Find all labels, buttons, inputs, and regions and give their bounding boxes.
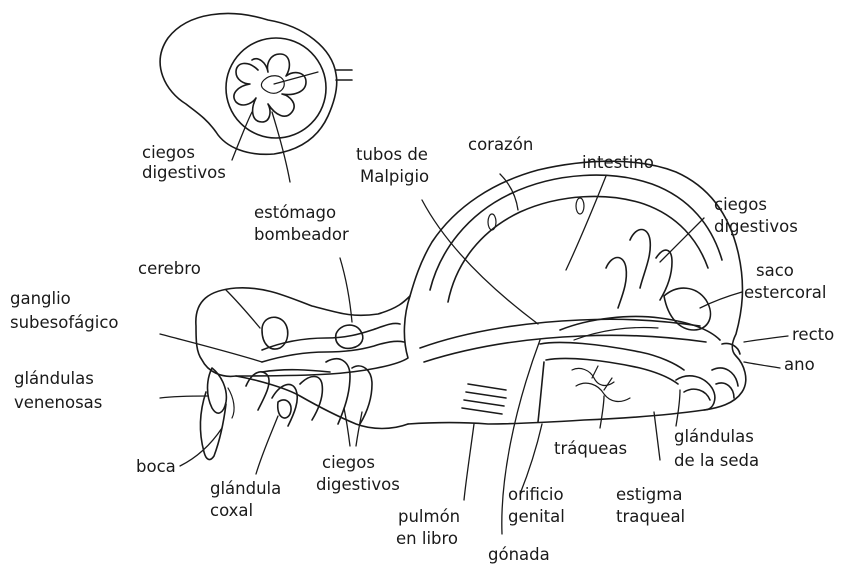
label-cerebro: cerebro xyxy=(138,259,201,278)
label-saco-estercoral: saco estercoral xyxy=(744,261,826,302)
label-tubos-de-malpigio: tubos de Malpigio xyxy=(356,145,433,186)
label-boca: boca xyxy=(136,457,176,476)
label-ciegos-digestivos-top: ciegos digestivos xyxy=(142,143,226,182)
label-glandula-coxal: glándula coxal xyxy=(210,479,287,520)
label-ciegos-digestivos-bottom: ciegos digestivos xyxy=(316,453,400,494)
label-ciegos-digestivos-right: ciegos digestivos xyxy=(714,195,798,236)
label-recto: recto xyxy=(792,325,834,344)
label-glandulas-venenosas: glándulas venenosas xyxy=(14,369,102,412)
label-glandulas-de-la-seda: glándulas de la seda xyxy=(674,427,759,470)
label-intestino: intestino xyxy=(582,153,654,172)
label-traqueas: tráqueas xyxy=(554,439,627,458)
label-ganglio-subesofagico: ganglio subesofágico xyxy=(10,289,119,332)
label-orificio-genital: orificio genital xyxy=(508,485,569,526)
prosoma-outline xyxy=(196,288,410,377)
label-corazon: corazón xyxy=(468,135,533,154)
labels: ciegos digestivos estómago bombeador tub… xyxy=(10,135,834,564)
inset-cross-section xyxy=(160,14,352,155)
label-gonada: gónada xyxy=(488,545,550,564)
label-ano: ano xyxy=(784,355,815,374)
label-estigma-traqueal: estigma traqueal xyxy=(616,485,688,526)
leader-lines xyxy=(160,112,788,534)
label-pulmon-en-libro: pulmón en libro xyxy=(396,507,465,548)
label-estomago-bombeador: estómago bombeador xyxy=(254,203,349,244)
